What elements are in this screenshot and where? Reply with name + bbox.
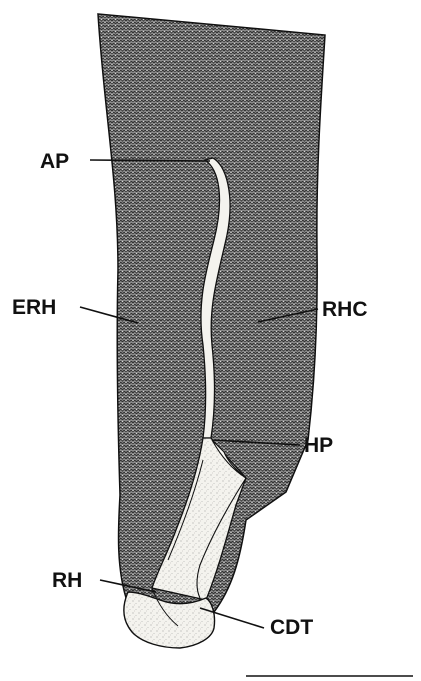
label-ap: AP xyxy=(40,150,69,173)
label-rhc: RHC xyxy=(322,298,368,321)
label-cdt: CDT xyxy=(270,616,313,639)
label-erh: ERH xyxy=(12,296,56,319)
label-hp: HP xyxy=(304,434,333,457)
label-rh: RH xyxy=(52,569,82,592)
ap-leader xyxy=(90,160,210,161)
